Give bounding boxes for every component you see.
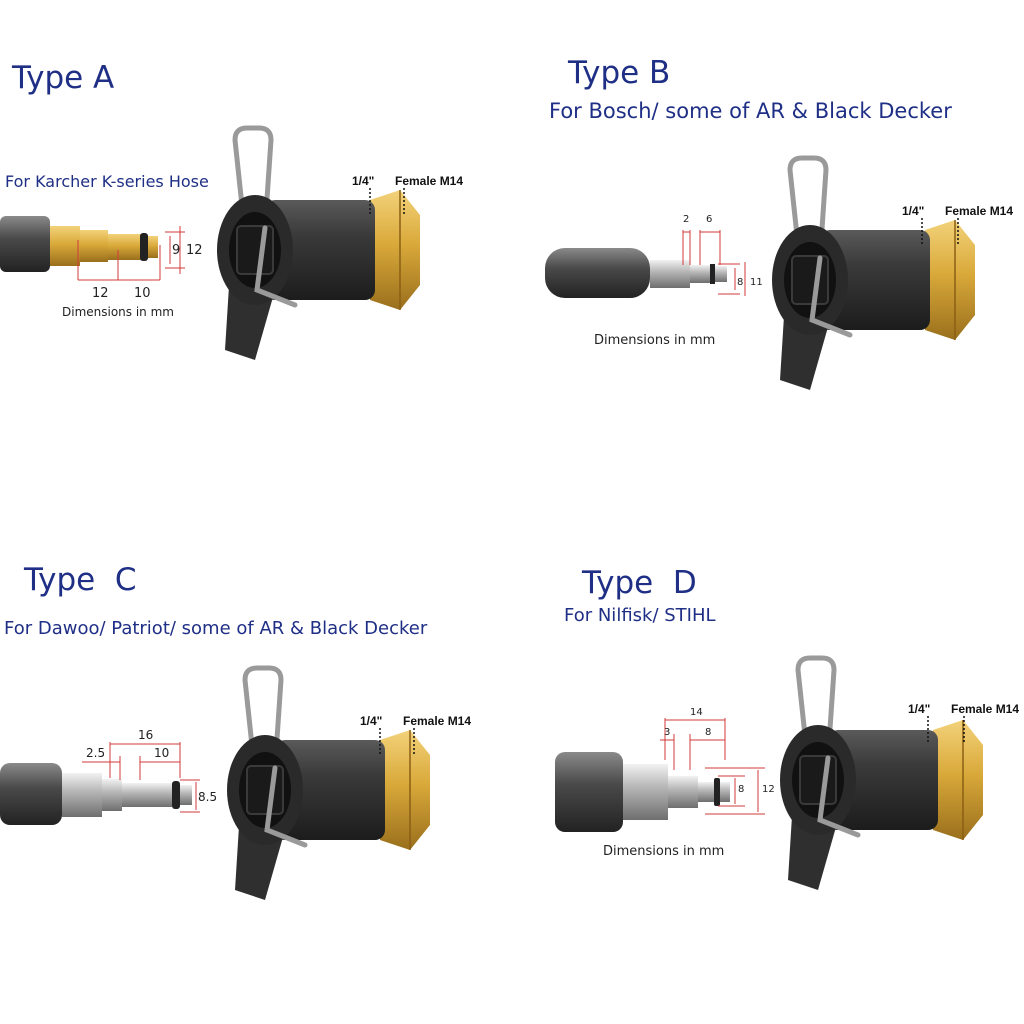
type-c-thread-label: Female M14 [403, 714, 472, 728]
type-a-dim-3: 12 [92, 286, 109, 301]
type-a-thread-label: Female M14 [395, 174, 464, 188]
type-b-dimensions-note: Dimensions in mm [594, 333, 716, 348]
type-c-dim-3: 10 [154, 746, 170, 760]
type-d-subtitle: For Nilfisk/ STIHL [564, 605, 716, 626]
type-a-size-label: 1/4" [352, 174, 375, 188]
type-c-dim-4: 8.5 [198, 790, 218, 804]
type-c-size-label: 1/4" [360, 714, 383, 728]
type-c-dim-1: 16 [138, 728, 154, 742]
type-d-size-label: 1/4" [908, 702, 931, 716]
type-a-dim-2: 12 [186, 243, 203, 258]
type-d-dim-4: 8 [738, 784, 745, 795]
type-b-dim-2: 6 [706, 214, 713, 225]
type-b-dim-3: 8 [737, 277, 744, 288]
type-d-thread-label: Female M14 [951, 702, 1020, 716]
type-a-dimensions-note: Dimensions in mm [62, 305, 174, 319]
type-b-title: Type B [568, 55, 671, 91]
type-c-subtitle: For Dawoo/ Patriot/ some of AR & Black D… [4, 618, 428, 639]
type-a-title: Type A [12, 60, 115, 96]
type-b-dim-1: 2 [683, 214, 690, 225]
type-d-dim-2: 3 [664, 727, 671, 738]
type-d-dim-5: 12 [762, 784, 775, 795]
type-a-hose-icon [0, 216, 158, 272]
type-b-dim-4: 11 [750, 277, 763, 288]
type-c-hose-icon [0, 763, 192, 825]
type-d-dim-1: 14 [690, 707, 703, 718]
type-d-dimensions-note: Dimensions in mm [603, 844, 725, 859]
type-c-dim-2: 2.5 [86, 746, 106, 760]
type-d-dim-3: 8 [705, 727, 712, 738]
type-b-subtitle: For Bosch/ some of AR & Black Decker [549, 99, 952, 123]
type-b-thread-label: Female M14 [945, 204, 1014, 218]
type-a-dim-4: 10 [134, 286, 151, 301]
type-a-dim-1: 9 [172, 243, 181, 258]
type-c-title: Type C [24, 562, 137, 598]
type-b-size-label: 1/4" [902, 204, 925, 218]
type-d-hose-icon [555, 752, 730, 832]
type-a-subtitle: For Karcher K-series Hose [5, 172, 209, 191]
type-d-title: Type D [582, 565, 697, 601]
